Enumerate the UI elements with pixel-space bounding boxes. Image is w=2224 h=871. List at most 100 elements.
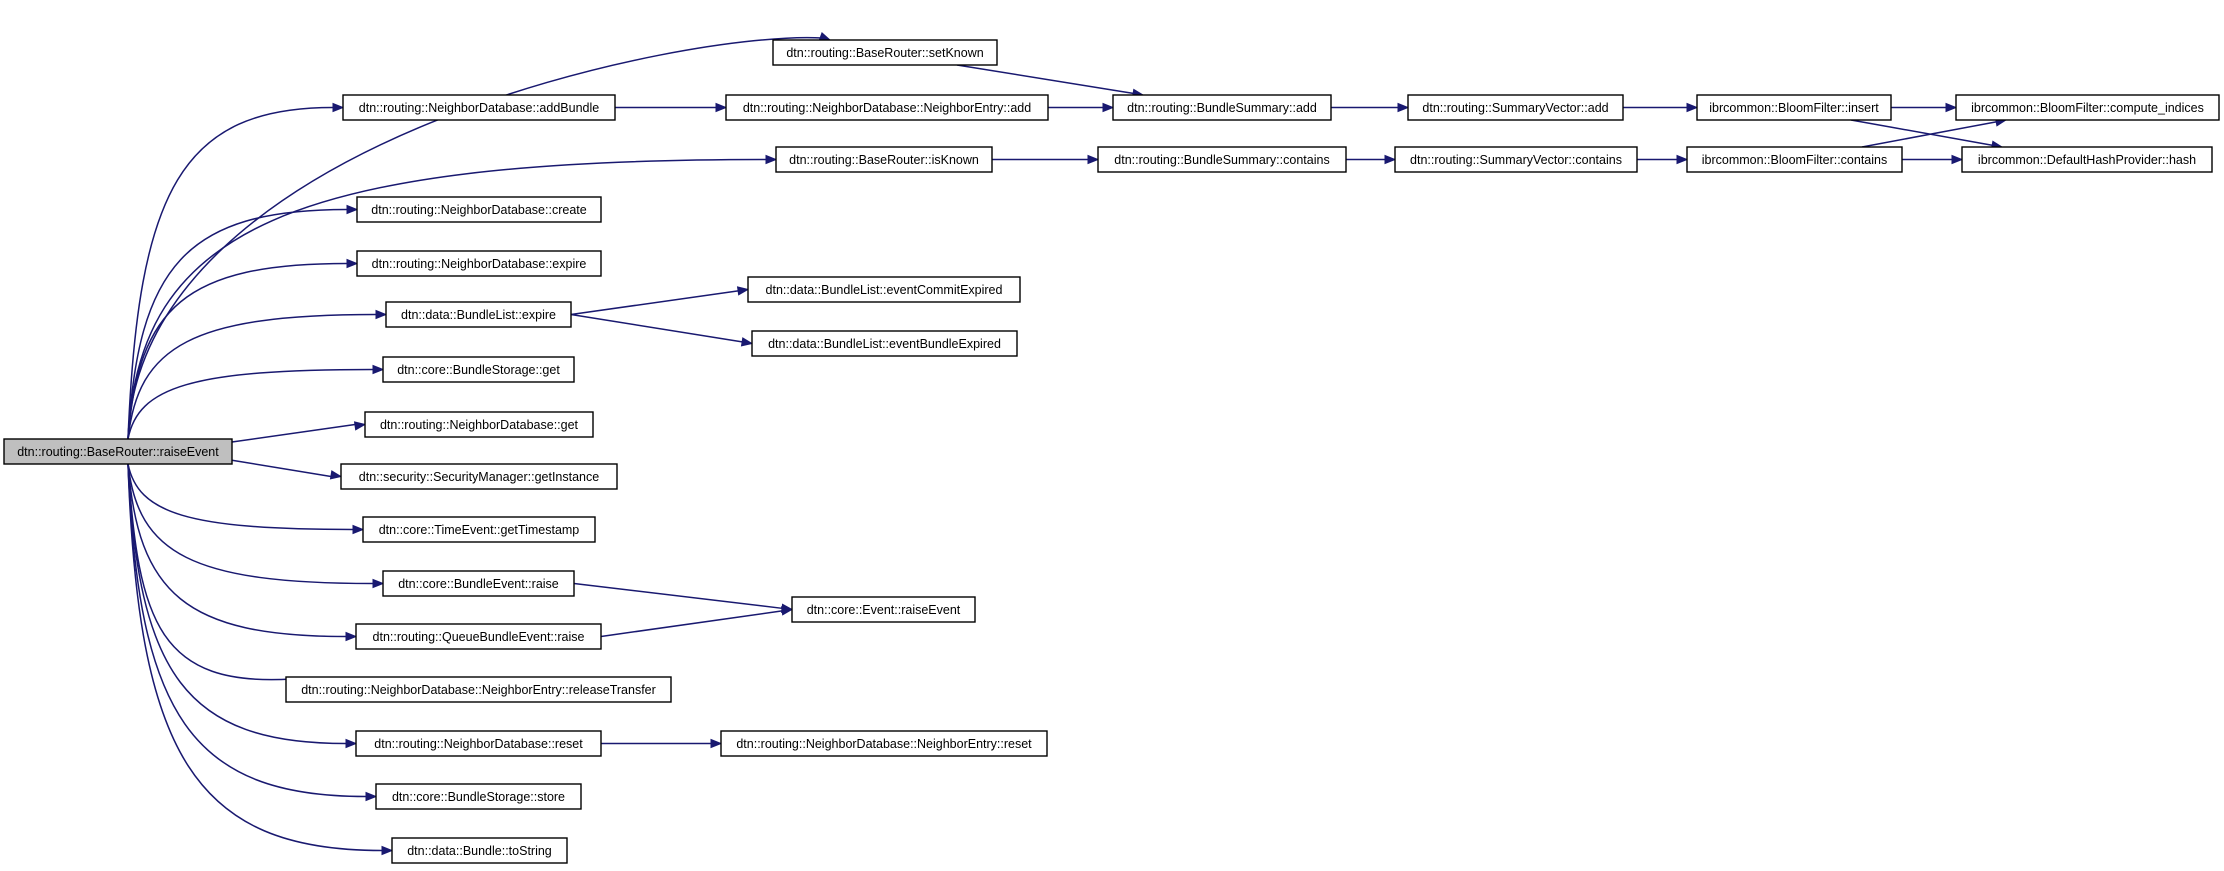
arrowhead (736, 286, 750, 296)
edge-root-to-nd-reset (127, 463, 358, 749)
node-box (385, 301, 572, 328)
arrowhead (352, 524, 365, 535)
node-box (340, 463, 618, 490)
edge-root-to-get-timestamp (127, 463, 365, 535)
node-label: dtn::routing::NeighborDatabase::get (380, 418, 579, 432)
node-release-transfer[interactable]: dtn::routing::NeighborDatabase::Neighbor… (285, 676, 672, 703)
node-label: dtn::routing::NeighborDatabase::addBundl… (359, 101, 599, 115)
node-box (355, 730, 602, 757)
node-commit-expired[interactable]: dtn::data::BundleList::eventCommitExpire… (747, 276, 1021, 303)
node-label: ibrcommon::DefaultHashProvider::hash (1978, 153, 2196, 167)
edge-be-raise-to-ev-raise (573, 582, 794, 613)
edge-bl-expire-to-commit-expired (570, 286, 750, 316)
node-box (285, 676, 672, 703)
node-box (791, 596, 976, 623)
node-box (364, 411, 594, 438)
arrowhead (715, 102, 728, 113)
edge-root-to-nd-get (231, 421, 367, 443)
edge-root-to-nd-expire (127, 258, 359, 440)
edge-root-to-is-known (127, 154, 778, 440)
node-label: dtn::security::SecurityManager::getInsta… (359, 470, 599, 484)
node-label: ibrcommon::BloomFilter::compute_indices (1971, 101, 2204, 115)
node-box (356, 250, 602, 277)
edge-qbe-raise-to-ev-raise (600, 606, 794, 638)
arrowhead (365, 791, 378, 802)
node-bl-expire[interactable]: dtn::data::BundleList::expire (385, 301, 572, 328)
node-bf-contains[interactable]: ibrcommon::BloomFilter::contains (1686, 146, 1903, 173)
node-box (355, 623, 602, 650)
edge-ne-add-to-bs-add (1048, 102, 1115, 113)
node-nd-get[interactable]: dtn::routing::NeighborDatabase::get (364, 411, 594, 438)
arrowhead (372, 578, 385, 589)
arrowhead (818, 31, 832, 41)
node-label: dtn::routing::BaseRouter::isKnown (789, 153, 979, 167)
node-box (751, 330, 1018, 357)
node-box (1394, 146, 1638, 173)
node-ev-raise[interactable]: dtn::core::Event::raiseEvent (791, 596, 976, 623)
node-bs-get[interactable]: dtn::core::BundleStorage::get (382, 356, 575, 383)
node-label: dtn::routing::BaseRouter::setKnown (786, 46, 983, 60)
arrowhead (346, 204, 359, 215)
node-ne-add[interactable]: dtn::routing::NeighborDatabase::Neighbor… (725, 94, 1049, 121)
node-be-raise[interactable]: dtn::core::BundleEvent::raise (382, 570, 575, 597)
node-box (725, 94, 1049, 121)
node-box (375, 783, 582, 810)
node-get-instance[interactable]: dtn::security::SecurityManager::getInsta… (340, 463, 618, 490)
node-to-string[interactable]: dtn::data::Bundle::toString (391, 837, 568, 864)
node-root[interactable]: dtn::routing::BaseRouter::raiseEvent (3, 438, 233, 465)
arrowhead (1384, 154, 1397, 165)
node-label: dtn::core::BundleEvent::raise (398, 577, 559, 591)
node-label: dtn::data::BundleList::eventBundleExpire… (768, 337, 1001, 351)
node-store[interactable]: dtn::core::BundleStorage::store (375, 783, 582, 810)
edge-root-to-to-string (127, 463, 394, 856)
edge-root-to-add-bundle (127, 102, 345, 440)
node-label: dtn::routing::QueueBundleEvent::raise (373, 630, 585, 644)
node-bf-insert[interactable]: ibrcommon::BloomFilter::insert (1696, 94, 1892, 121)
node-box (1686, 146, 1903, 173)
arrowhead (765, 154, 778, 165)
edge-root-to-get-instance (231, 459, 343, 480)
node-sv-contains[interactable]: dtn::routing::SummaryVector::contains (1394, 146, 1638, 173)
node-sv-add[interactable]: dtn::routing::SummaryVector::add (1407, 94, 1624, 121)
node-nd-expire[interactable]: dtn::routing::NeighborDatabase::expire (356, 250, 602, 277)
arrowhead (1087, 154, 1100, 165)
node-bf-compute[interactable]: ibrcommon::BloomFilter::compute_indices (1955, 94, 2220, 121)
edge-root-to-release-transfer (127, 463, 302, 686)
node-bs-add[interactable]: dtn::routing::BundleSummary::add (1112, 94, 1332, 121)
node-label: dtn::routing::BaseRouter::raiseEvent (17, 445, 219, 459)
edge-bf-contains-to-hash (1902, 154, 1964, 165)
arrowhead (329, 470, 343, 480)
node-box (3, 438, 233, 465)
node-qbe-raise[interactable]: dtn::routing::QueueBundleEvent::raise (355, 623, 602, 650)
arrowhead (353, 421, 367, 431)
node-box (1696, 94, 1892, 121)
node-is-known[interactable]: dtn::routing::BaseRouter::isKnown (775, 146, 993, 173)
node-add-bundle[interactable]: dtn::routing::NeighborDatabase::addBundl… (342, 94, 616, 121)
edge-sv-add-to-bf-insert (1623, 102, 1699, 113)
call-edges (127, 31, 2008, 856)
node-nd-reset[interactable]: dtn::routing::NeighborDatabase::reset (355, 730, 602, 757)
edge-root-to-be-raise (127, 463, 385, 589)
edge-is-known-to-bs-contains (992, 154, 1100, 165)
arrowhead (345, 738, 358, 749)
node-get-timestamp[interactable]: dtn::core::TimeEvent::getTimestamp (362, 516, 596, 543)
node-label: dtn::data::BundleList::eventCommitExpire… (766, 283, 1003, 297)
node-set-known[interactable]: dtn::routing::BaseRouter::setKnown (772, 39, 998, 66)
node-bundle-expired[interactable]: dtn::data::BundleList::eventBundleExpire… (751, 330, 1018, 357)
node-hash[interactable]: ibrcommon::DefaultHashProvider::hash (1961, 146, 2213, 173)
node-ne-reset[interactable]: dtn::routing::NeighborDatabase::Neighbor… (720, 730, 1048, 757)
edge-bl-expire-to-bundle-expired (570, 313, 754, 347)
edge-bs-contains-to-sv-contains (1346, 154, 1397, 165)
node-create[interactable]: dtn::routing::NeighborDatabase::create (356, 196, 602, 223)
node-box (1961, 146, 2213, 173)
call-nodes: dtn::routing::BaseRouter::raiseEventdtn:… (3, 39, 2220, 864)
node-box (382, 570, 575, 597)
node-box (720, 730, 1048, 757)
edge-root-to-store (127, 463, 378, 802)
node-bs-contains[interactable]: dtn::routing::BundleSummary::contains (1097, 146, 1347, 173)
edge-root-to-bs-get (127, 364, 385, 440)
arrowhead (1102, 102, 1115, 113)
edge-bf-insert-to-bf-compute (1891, 102, 1958, 113)
arrowhead (332, 102, 345, 113)
arrowhead (345, 631, 358, 642)
